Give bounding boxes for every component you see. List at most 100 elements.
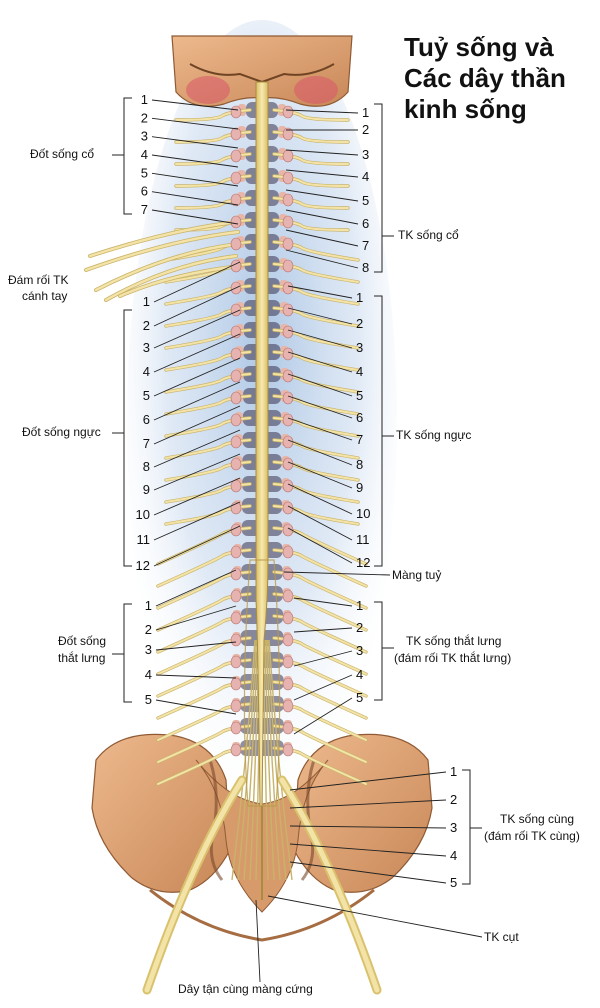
leader-line <box>285 169 359 178</box>
segment-number: 1 <box>356 598 363 613</box>
dorsal-root-ganglion <box>230 391 242 405</box>
label-membrane: Màng tuỷ <box>392 568 441 582</box>
segment-number: 3 <box>450 820 457 835</box>
dorsal-root-ganglion <box>282 149 294 163</box>
leader-line <box>153 309 241 349</box>
dorsal-root-ganglion <box>282 699 294 713</box>
group-brackets <box>112 97 482 885</box>
dorsal-root-ganglion <box>230 567 242 581</box>
segment-number: 7 <box>356 432 363 447</box>
label-lumbar-nerves-2: (đám rối TK thắt lưng) <box>394 650 511 665</box>
dorsal-root-ganglion <box>282 303 294 317</box>
leader-line <box>153 405 241 445</box>
leader-line <box>285 189 359 202</box>
bracket <box>374 601 383 701</box>
dorsal-root-ganglion <box>282 589 294 603</box>
leader-line <box>151 209 239 225</box>
segment-number: 5 <box>141 165 148 180</box>
cauda-equina-fiber <box>266 639 287 881</box>
leader-line <box>293 674 353 701</box>
segment-number: 1 <box>356 290 363 305</box>
dorsal-root-ganglion <box>230 413 242 427</box>
brachial-plexus-nerve-core <box>104 254 238 302</box>
leader-line <box>287 329 353 349</box>
dorsal-root-ganglion <box>282 391 294 405</box>
label-thoracic-nerves: TK sống ngực <box>396 428 471 442</box>
brachial-plexus-nerve-core <box>88 220 238 258</box>
leader-line <box>153 261 241 303</box>
bracket <box>123 309 132 567</box>
leader-line <box>287 483 353 515</box>
label-brachial-plexus-2: cánh tay <box>22 289 67 303</box>
spinal-ganglia <box>230 105 294 757</box>
leader-line <box>153 477 241 516</box>
leader-line <box>287 373 353 397</box>
dorsal-root-ganglion <box>230 149 242 163</box>
leader-line <box>293 650 353 667</box>
dorsal-root-ganglion <box>230 545 242 559</box>
segment-number: 1 <box>143 294 150 309</box>
brachial-plexus-nerve-core <box>84 230 240 272</box>
dorsal-root-ganglion <box>282 721 294 735</box>
dorsal-root-ganglion <box>282 347 294 361</box>
leader-line <box>287 439 353 466</box>
label-brachial-plexus-1: Đám rối TK <box>8 273 68 287</box>
leader-line <box>287 285 353 299</box>
leader-line <box>287 417 353 441</box>
segment-number: 6 <box>141 184 148 199</box>
segment-number: 5 <box>145 692 152 707</box>
leader-line <box>287 461 353 489</box>
dorsal-root-ganglion <box>282 325 294 339</box>
segment-number: 3 <box>141 129 148 144</box>
dorsal-root-ganglion <box>230 743 242 757</box>
segment-number: 2 <box>143 318 150 333</box>
segment-number: 9 <box>143 482 150 497</box>
segment-number: 7 <box>362 238 369 253</box>
leader-line <box>289 861 447 884</box>
brachial-plexus-nerve-core <box>94 242 240 292</box>
dorsal-root-ganglion <box>230 193 242 207</box>
dorsal-root-ganglion <box>230 215 242 229</box>
brachial-plexus-nerve-core <box>118 264 242 298</box>
dorsal-root-ganglion <box>282 611 294 625</box>
dorsal-root-ganglion <box>282 193 294 207</box>
dorsal-root-ganglion <box>282 127 294 141</box>
cauda-equina-fiber <box>243 639 259 881</box>
segment-number: 2 <box>145 622 152 637</box>
segment-number: 2 <box>450 792 457 807</box>
segment-number: 2 <box>362 122 369 137</box>
leader-line <box>151 117 239 130</box>
leader-line <box>155 641 237 651</box>
segment-number: 6 <box>362 216 369 231</box>
dorsal-root-ganglion <box>230 369 242 383</box>
dorsal-root-ganglion <box>230 479 242 493</box>
leader-line <box>287 527 353 564</box>
segment-number: 8 <box>356 457 363 472</box>
dorsal-root-ganglion <box>230 677 242 691</box>
dorsal-root-ganglion <box>282 435 294 449</box>
segment-number: 6 <box>356 410 363 425</box>
leader-line <box>255 899 261 983</box>
leader-line <box>289 825 447 829</box>
segment-number: 3 <box>362 147 369 162</box>
segment-number: 2 <box>141 110 148 125</box>
leader-line <box>285 249 359 269</box>
leader-line <box>287 351 353 373</box>
dorsal-root-ganglion <box>230 435 242 449</box>
dorsal-root-ganglion <box>282 281 294 295</box>
segment-number: 7 <box>143 436 150 451</box>
dorsal-root-ganglion <box>282 677 294 691</box>
segment-number: 12 <box>356 555 370 570</box>
bracket <box>462 769 471 885</box>
segment-number: 4 <box>143 364 150 379</box>
leader-line <box>289 771 447 791</box>
segment-number: 4 <box>450 848 457 863</box>
spinal-cord <box>243 81 281 900</box>
segment-number: 4 <box>362 169 369 184</box>
leader-line <box>289 843 447 857</box>
sciatic-nerve-core <box>144 777 245 993</box>
leader-line <box>153 357 241 397</box>
bracket <box>374 103 383 273</box>
leader-line <box>153 501 241 541</box>
dorsal-root-ganglion <box>230 699 242 713</box>
